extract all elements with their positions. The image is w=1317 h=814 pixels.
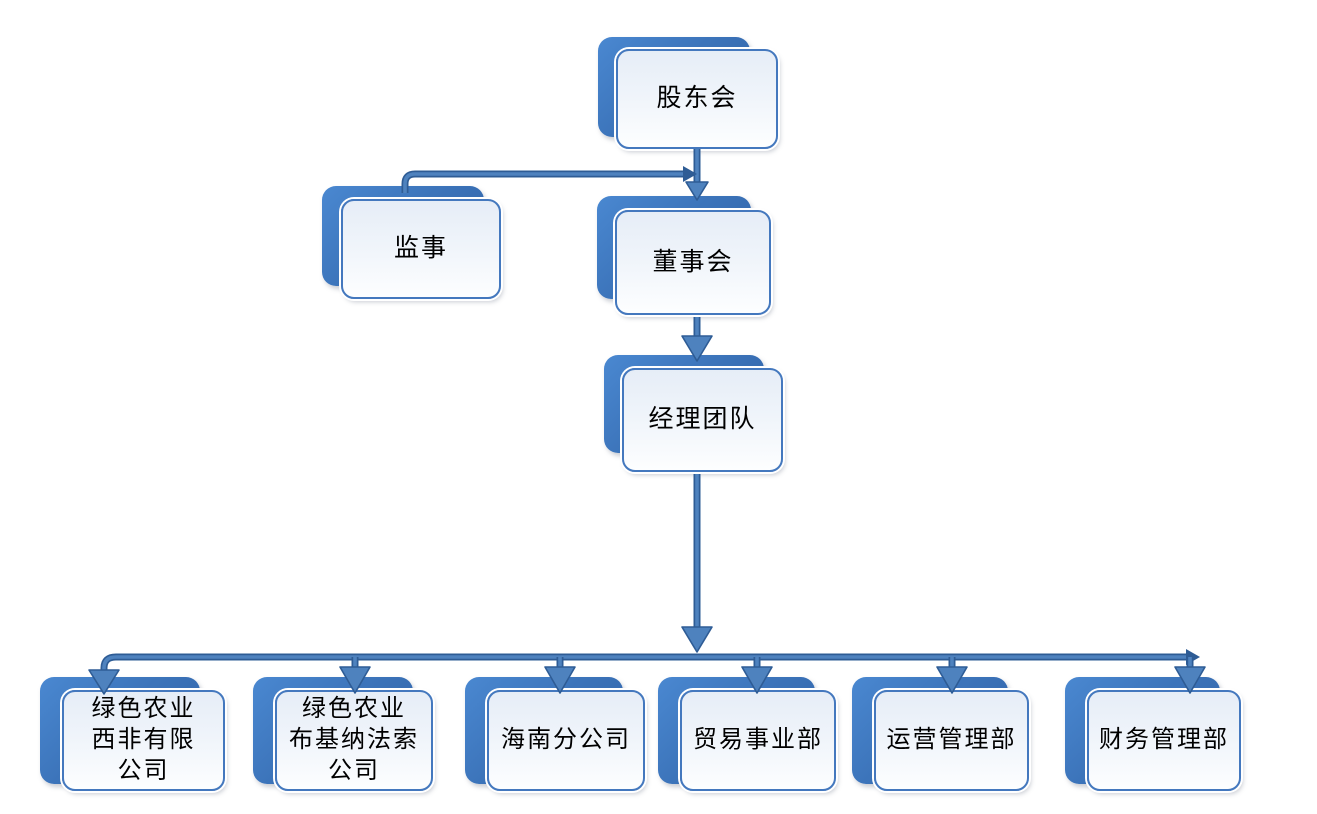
node-label: 公司 <box>117 758 170 784</box>
node-box: 监事 <box>341 199 501 299</box>
node-label: 贸易事业部 <box>693 727 823 753</box>
node-label: 绿色农业 <box>302 696 406 722</box>
connector-shareholders-board <box>685 149 709 201</box>
node-label: 西非有限 <box>91 727 196 753</box>
node-label: 股东会 <box>656 85 738 112</box>
node-box: 董事会 <box>615 210 771 315</box>
node-label: 监事 <box>393 235 448 262</box>
node-box: 绿色农业 布基纳法索 公司 <box>275 690 433 791</box>
node-label: 董事会 <box>652 248 734 276</box>
connector-distribution-line <box>100 649 1200 672</box>
node-label: 财务管理部 <box>1099 727 1229 753</box>
node-box: 绿色农业 西非有限 公司 <box>62 690 225 791</box>
node-label: 运营管理部 <box>886 727 1017 753</box>
node-box: 经理团队 <box>622 368 783 472</box>
connector-management-trunk <box>681 474 713 653</box>
node-label: 绿色农业 <box>91 696 196 722</box>
node-box: 贸易事业部 <box>680 690 836 791</box>
node-box: 海南分公司 <box>487 690 645 791</box>
node-box: 股东会 <box>616 49 778 149</box>
node-label: 公司 <box>328 758 380 784</box>
node-label: 海南分公司 <box>501 727 631 753</box>
node-label: 布基纳法索 <box>289 727 419 753</box>
node-label: 经理团队 <box>648 406 757 433</box>
node-box: 财务管理部 <box>1087 690 1241 791</box>
node-box: 运营管理部 <box>874 690 1029 791</box>
